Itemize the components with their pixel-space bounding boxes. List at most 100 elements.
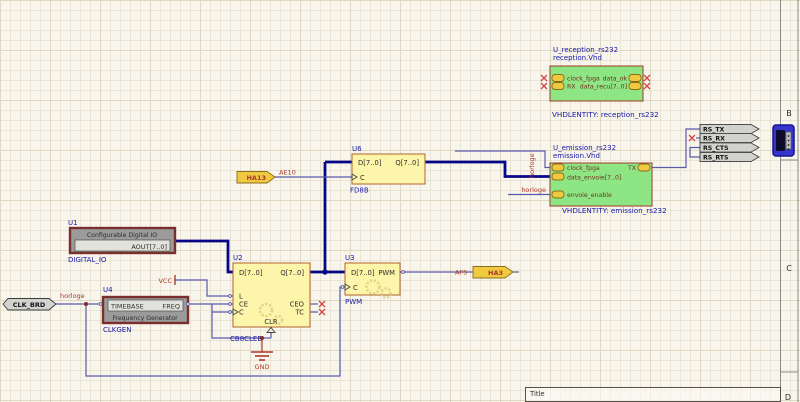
net-label-horloge-clk[interactable]: horloge: [60, 292, 85, 300]
block-emission-rs232[interactable]: U_emission_rs232 emission.Vhd clock_fpga…: [549, 144, 667, 215]
port-flag-rs-rts[interactable]: RS_RTS: [699, 151, 760, 163]
db9-pin-dot: [787, 139, 790, 142]
u1-pin-aout-label: AOUT[7..0]: [131, 243, 167, 251]
ha3-flag-shape[interactable]: [472, 266, 514, 279]
block-u2-cb8cleb[interactable]: U2 D[7..0] Q[7..0] L CE C CEO TC CLR CB8…: [228, 254, 311, 343]
net-label-horloge-emission-enable[interactable]: horloge: [521, 186, 546, 194]
reception-body[interactable]: [549, 65, 644, 102]
port-flag-ha13[interactable]: HA13: [236, 171, 276, 184]
u3-name: PWM: [345, 298, 362, 306]
block-u4-clkgen[interactable]: U4 TIMEBASE FREQ Frequency Generator CLK…: [98, 286, 190, 334]
junction-dot: [84, 302, 88, 306]
clk-brd-flag-shape[interactable]: [2, 298, 57, 311]
u3-c-pin-end: [340, 285, 345, 289]
u2-pin-tc-label: TC: [295, 309, 305, 317]
rs-rts-flag-shape[interactable]: [699, 151, 760, 163]
power-gnd[interactable]: GND: [251, 338, 273, 371]
bus-aout-to-u2d[interactable]: [172, 239, 237, 274]
emission-pin-tx-label: TX: [627, 165, 637, 172]
u4-name: CLKGEN: [103, 326, 131, 334]
ha13-flag-label: HA13: [246, 174, 266, 182]
rs-rx-flag-shape[interactable]: [699, 132, 760, 144]
sheet-border: B C D Title: [525, 0, 799, 402]
bus-u6q-to-emission-data[interactable]: [425, 160, 552, 178]
clock-pin-marker: [232, 308, 239, 316]
reception-pin-datarecu-label: data_recu[7..0]: [580, 84, 627, 91]
port-flag-rs-cts[interactable]: RS_CTS: [699, 142, 760, 153]
clr-pin-marker: [266, 326, 276, 333]
rs-cts-flag-label: RS_CTS: [703, 145, 729, 152]
db9-pin-dot: [787, 148, 790, 151]
u1-pin-strip: [74, 239, 171, 252]
vcc-label: VCC: [158, 277, 172, 285]
u4-subtitle: Frequency Generator: [112, 315, 178, 322]
ha13-flag-shape[interactable]: [236, 171, 276, 184]
u6-body[interactable]: [351, 153, 426, 185]
wire-branch-down[interactable]: [211, 304, 271, 339]
u6-pin-d-label: D[7..0]: [358, 159, 382, 167]
gear-watermark-icon: [365, 279, 381, 295]
zone-letter-b: B: [786, 109, 792, 118]
u2-pin-q-label: Q[7..0]: [280, 269, 304, 277]
block-u6-fd8b[interactable]: U6 D[7..0] Q[7..0] C FD8B: [350, 145, 426, 195]
no-connect-x: [318, 300, 326, 308]
u2-pin-c-label: C: [239, 309, 244, 317]
u4-out-pin-end: [186, 302, 190, 306]
power-vcc[interactable]: VCC: [158, 275, 176, 285]
u2-name: CB8CLEB: [230, 335, 262, 343]
clock-pin-marker: [351, 173, 358, 181]
block-u1-digital-io[interactable]: U1 Configurable Digital IO AOUT[7..0] DI…: [68, 219, 177, 264]
reception-pin-rx-label: RX: [567, 84, 576, 91]
u2-pin-l-label: L: [239, 293, 243, 301]
db9-connector-icon: [772, 124, 795, 157]
u3-body[interactable]: [344, 262, 401, 296]
u4-designator: U4: [103, 286, 113, 294]
pin-icon: [551, 82, 565, 90]
no-connect-x: [540, 82, 548, 90]
port-flag-clk-brd[interactable]: CLK_BRD: [2, 298, 57, 311]
block-u3-pwm[interactable]: U3 D[7..0] PWM C PWM: [340, 254, 405, 306]
wire-cts-rts-loop[interactable]: [689, 146, 700, 158]
u2-l-pin-end: [228, 294, 232, 298]
emission-body[interactable]: [549, 162, 653, 207]
u2-body[interactable]: [232, 262, 311, 328]
net-labels: horloge horloge horloge AE10 AF5: [60, 153, 546, 300]
rs-cts-flag-shape[interactable]: [699, 142, 760, 153]
gear-watermark-icon: [380, 287, 392, 299]
reception-caption: VHDLENTITY: reception_rs232: [552, 110, 659, 119]
zone-letter-c: C: [786, 264, 792, 273]
pin-icon: [551, 190, 565, 199]
wire-vcc-to-u2l[interactable]: [175, 279, 233, 297]
rs-tx-flag-shape[interactable]: [699, 123, 760, 135]
reception-designator: U_reception_rs232: [553, 46, 618, 54]
u4-pin-timebase-label: TIMEBASE: [110, 303, 144, 311]
u4-pin-freq-label: FREQ: [163, 303, 180, 311]
emission-designator: U_emission_rs232: [553, 144, 616, 152]
u2-c-pin-end: [228, 310, 232, 314]
u2-pin-clr-label: CLR: [264, 318, 278, 326]
junction-dot: [322, 269, 328, 275]
u1-name: DIGITAL_IO: [68, 256, 107, 264]
u6-designator: U6: [352, 145, 362, 153]
port-flag-rs-rx[interactable]: RS_RX: [699, 132, 760, 144]
emission-caption: VHDLENTITY: emission_rs232: [562, 206, 667, 215]
ha3-flag-label: HA3: [488, 269, 503, 277]
net-label-af5[interactable]: AF5: [455, 269, 467, 277]
wire-tx-to-rstx[interactable]: [652, 128, 700, 169]
u2-pin-d-label: D[7..0]: [239, 269, 263, 277]
emission-pin-enable-label: envoie_enable: [567, 192, 612, 199]
u6-name: FD8B: [350, 187, 369, 195]
net-label-horloge-emission-clock[interactable]: horloge: [528, 153, 536, 178]
pin-icon: [637, 163, 651, 172]
port-flag-rs-tx[interactable]: RS_TX: [699, 123, 760, 135]
net-label-ae10[interactable]: AE10: [279, 169, 296, 177]
db9-body: [776, 130, 785, 151]
rs-tx-flag-label: RS_TX: [703, 126, 725, 133]
u3-pin-c-label: C: [353, 284, 358, 292]
clk-brd-flag-label: CLK_BRD: [13, 301, 46, 309]
no-connect-x: [318, 308, 326, 316]
u2-ce-pin-end: [228, 302, 232, 306]
port-flag-ha3[interactable]: HA3: [472, 266, 514, 279]
block-reception-rs232[interactable]: U_reception_rs232 reception.Vhd clock_fp…: [549, 46, 659, 119]
